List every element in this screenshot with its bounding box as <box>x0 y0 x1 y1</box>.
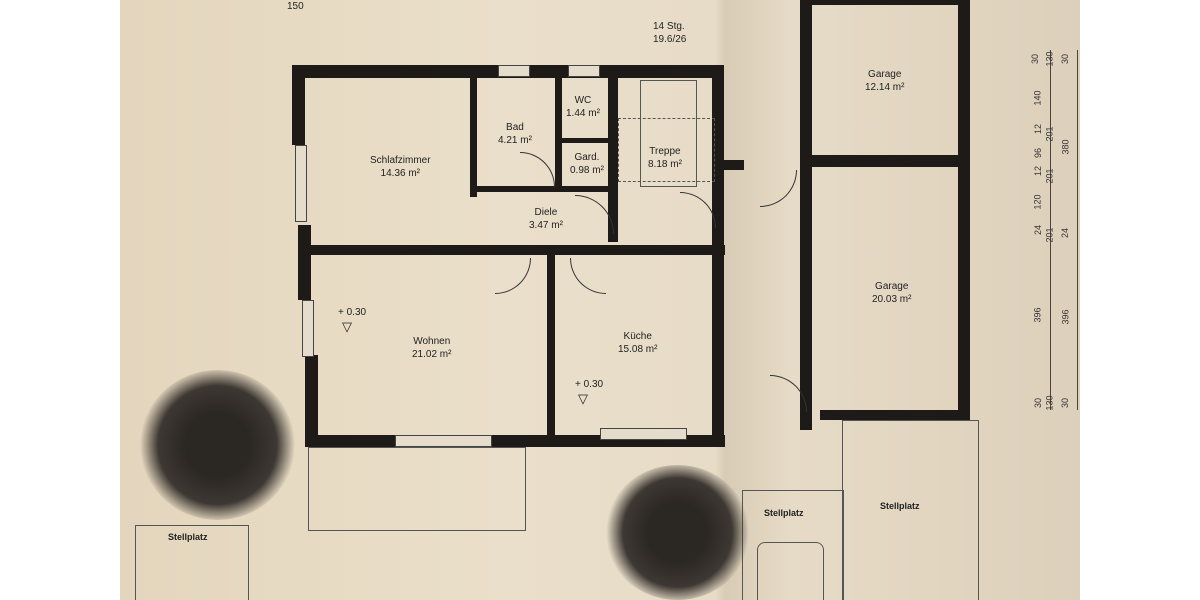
car-icon <box>757 542 824 600</box>
window <box>568 65 600 77</box>
level-mark: + 0.30 <box>338 307 367 318</box>
door <box>520 152 555 187</box>
parking-label: Stellplatz <box>168 532 208 542</box>
dimension-label: 30 <box>1060 53 1071 65</box>
wall <box>305 355 318 447</box>
wall <box>470 72 477 197</box>
dimension-label: 130 <box>1044 51 1055 67</box>
dimension-label: 201 <box>1044 126 1055 142</box>
level-triangle-icon: ▽ <box>342 319 352 334</box>
level-mark: + 0.30 <box>575 379 604 390</box>
dimension-label: 120 <box>1032 194 1043 210</box>
wall <box>547 250 555 435</box>
dimension-label: 396 <box>1060 309 1071 325</box>
parking-label: Stellplatz <box>764 508 804 518</box>
wall <box>298 225 311 300</box>
wall <box>305 245 725 255</box>
parking-label: Stellplatz <box>880 501 920 511</box>
room-gard: Gard.0.98 m² <box>570 152 604 176</box>
staircase <box>640 80 697 187</box>
scale-note: 150 <box>287 1 304 12</box>
wall <box>560 138 610 143</box>
window <box>395 435 492 447</box>
dimension-label: 201 <box>1044 168 1055 184</box>
dimension-label: 130 <box>1044 395 1055 411</box>
wall <box>810 0 960 5</box>
door <box>760 170 797 207</box>
door <box>570 258 606 294</box>
wall <box>608 72 618 242</box>
door <box>495 258 531 294</box>
dimension-label: 96 <box>1033 147 1044 159</box>
wall <box>958 0 970 418</box>
dimension-line <box>1050 50 1051 410</box>
terrace <box>308 447 526 531</box>
dimension-line <box>1077 50 1078 410</box>
wall <box>800 0 812 430</box>
dimension-label: 12 <box>1033 165 1044 177</box>
stairs-ratio: 19.6/26 <box>653 34 687 45</box>
window <box>600 428 687 440</box>
dimension-label: 140 <box>1032 90 1043 106</box>
dimension-label: 24 <box>1060 227 1071 239</box>
dimension-label: 12 <box>1033 123 1044 135</box>
door <box>680 192 716 228</box>
wall <box>820 410 970 420</box>
stairs-note: 14 Stg. <box>653 21 685 32</box>
window <box>295 145 307 222</box>
dimension-label: 24 <box>1033 224 1044 236</box>
wall <box>724 160 744 170</box>
tree-icon <box>140 370 295 520</box>
dimension-label: 30 <box>1030 53 1041 65</box>
dimension-label: 396 <box>1032 307 1043 323</box>
stair-steps <box>618 118 715 182</box>
dimension-label: 380 <box>1060 139 1071 155</box>
wall <box>555 72 562 192</box>
wall <box>810 155 960 167</box>
tree-icon <box>605 465 750 600</box>
window <box>302 300 314 357</box>
window <box>498 65 530 77</box>
parking-space <box>842 420 979 600</box>
dimension-label: 30 <box>1060 397 1071 409</box>
parking-space <box>135 525 249 600</box>
dimension-label: 201 <box>1044 227 1055 243</box>
wall <box>292 65 305 145</box>
wall <box>477 186 612 192</box>
level-triangle-icon: ▽ <box>578 391 588 406</box>
dimension-label: 30 <box>1033 397 1044 409</box>
